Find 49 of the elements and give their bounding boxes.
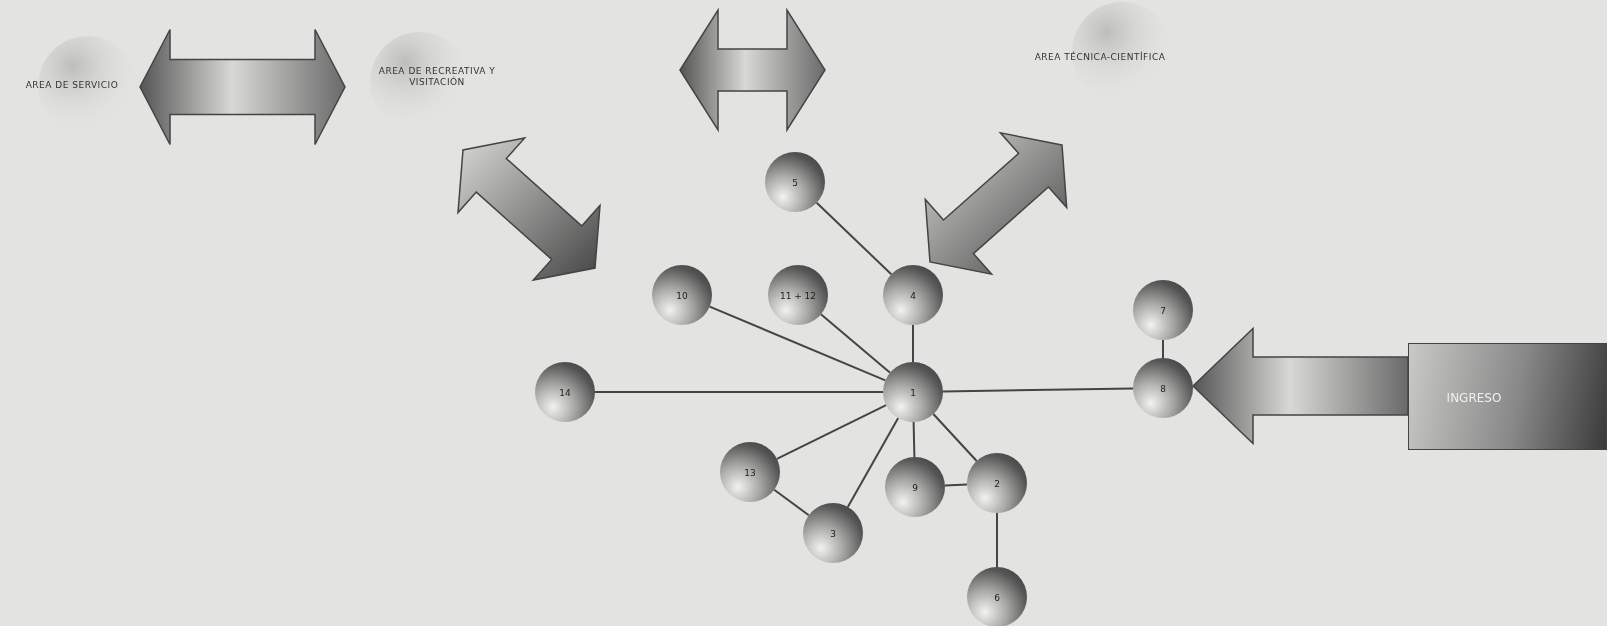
sphere-node (768, 265, 828, 325)
node-label: 6 (993, 593, 1001, 604)
connector-line (944, 483, 968, 487)
sphere-node (803, 503, 863, 563)
node-label: 9 (911, 483, 919, 494)
node-label: AREA DE SERVICIO (24, 80, 120, 91)
node-label: 13 (743, 468, 757, 479)
node-label: INGRESO (1445, 390, 1503, 405)
connector-line (773, 488, 810, 517)
connector-line (912, 324, 914, 363)
entrance-box (1408, 343, 1607, 450)
sphere-node (883, 362, 943, 422)
node-label: 2 (993, 479, 1001, 490)
sphere-node (720, 442, 780, 502)
node-label: 8 (1159, 384, 1167, 395)
node-label: 5 (791, 178, 799, 189)
double-block-arrow (924, 131, 1068, 276)
sphere-node (765, 152, 825, 212)
connector-line (942, 387, 1134, 393)
node-label: AREA DE RECREATIVA Y VISITACIÓN (377, 66, 497, 88)
node-label: 3 (829, 529, 837, 540)
node-label: 14 (558, 388, 572, 399)
connector-line (594, 391, 884, 393)
node-label: 11 + 12 (778, 291, 818, 302)
sphere-node (967, 453, 1027, 513)
node-label: AREA TÉCNICA-CIENTÍFICA (1033, 52, 1167, 63)
sphere-node (883, 265, 943, 325)
connector-line (815, 201, 893, 276)
sphere-node (967, 567, 1027, 626)
node-label: 7 (1159, 306, 1167, 317)
node-label: 10 (675, 291, 689, 302)
sphere-node (885, 457, 945, 517)
connector-line (775, 404, 888, 460)
connector-line (912, 421, 916, 458)
connector-line (996, 512, 998, 568)
node-label: 4 (909, 291, 917, 302)
block-arrow (1191, 326, 1409, 446)
sphere-node (1133, 358, 1193, 418)
node-label: 1 (909, 388, 917, 399)
sphere-node (535, 362, 595, 422)
double-block-arrow (457, 136, 601, 282)
sphere-node (652, 265, 712, 325)
connector-line (846, 417, 900, 508)
connector-line (1162, 339, 1164, 359)
double-block-arrow (139, 28, 346, 146)
connector-line (708, 305, 887, 382)
sphere-node (1133, 280, 1193, 340)
connector-line (819, 313, 892, 374)
connector-line (932, 413, 978, 462)
